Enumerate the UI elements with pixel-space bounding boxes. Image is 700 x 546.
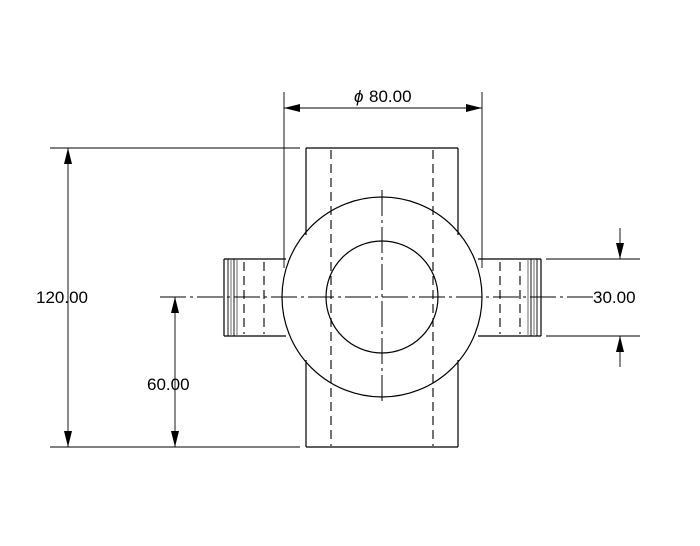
- left-side-pipe: [223, 258, 286, 337]
- center-height-dimension: 60.00: [147, 297, 190, 447]
- pipe-size-dimension: 30.00: [546, 228, 640, 367]
- diameter-symbol: ϕ: [354, 87, 363, 106]
- center-lines: [160, 190, 604, 405]
- center-height-value-label: 60.00: [147, 375, 190, 394]
- hidden-bore-lines: [330, 150, 434, 446]
- diameter-value-label: 80.00: [369, 87, 412, 106]
- pipe-size-value-label: 30.00: [593, 288, 636, 307]
- height-value-label: 120.00: [36, 288, 88, 307]
- diameter-dimension: ϕ 80.00: [283, 87, 483, 268]
- vertical-body: [305, 147, 459, 448]
